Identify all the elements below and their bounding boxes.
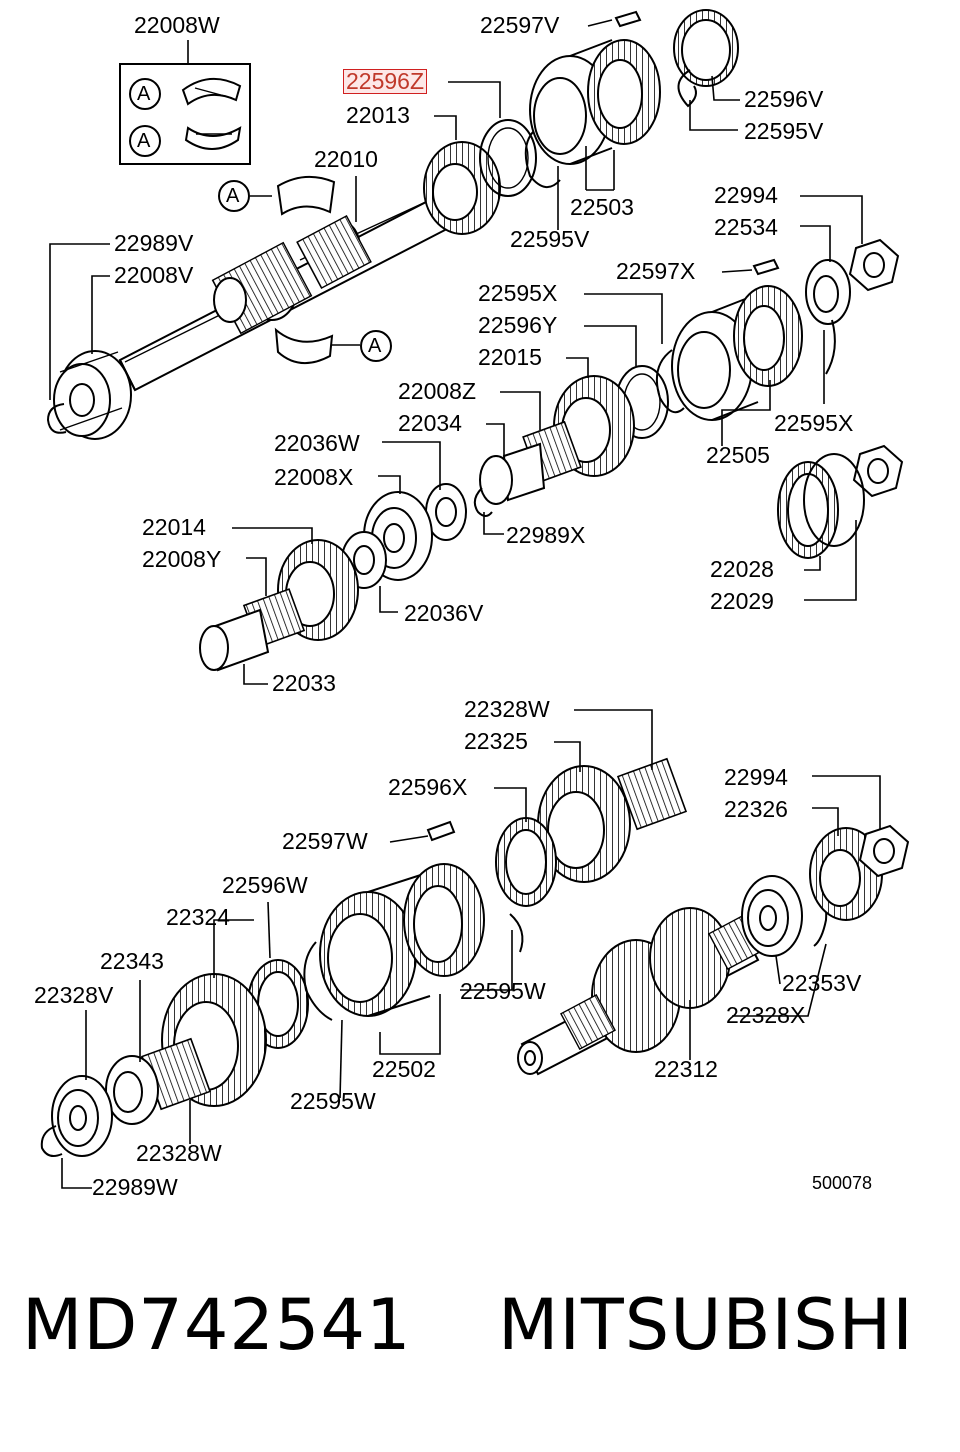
sleeve-22033	[199, 608, 270, 672]
synchro-sleeve-22505	[671, 285, 803, 421]
callout-22328W-b: 22328W	[136, 1140, 222, 1166]
callout-22503: 22503	[570, 194, 634, 220]
callout-22597X: 22597X	[616, 258, 696, 284]
snap-ring-22595V-b	[524, 125, 561, 188]
callout-22595V-a: 22595V	[744, 118, 824, 144]
callout-22008X: 22008X	[274, 464, 354, 490]
callout-22036W: 22036W	[274, 430, 360, 456]
callout-22595W-a: 22595W	[460, 978, 546, 1004]
callout-22505: 22505	[706, 442, 770, 468]
snap-ring-22595W-b	[303, 941, 333, 1021]
callout-22595W-b: 22595W	[290, 1088, 376, 1114]
thrust-nut-22994-a	[848, 238, 900, 292]
callout-22534: 22534	[714, 214, 778, 240]
callout-22328X: 22328X	[726, 1002, 806, 1028]
snap-ring-22595X-b	[825, 319, 836, 375]
callout-22596V: 22596V	[744, 86, 824, 112]
callout-22595V-b: 22595V	[510, 226, 590, 252]
callout-22036V: 22036V	[404, 600, 484, 626]
callout-22324: 22324	[166, 904, 230, 930]
counter-shaft-22312	[517, 907, 764, 1076]
callout-22008V: 22008V	[114, 262, 194, 288]
callout-22989X: 22989X	[506, 522, 586, 548]
callout-22033: 22033	[272, 670, 336, 696]
shifting-key-22597W	[426, 820, 456, 842]
callout-22597V: 22597V	[480, 12, 560, 38]
synchro-ring-22596X	[495, 817, 557, 907]
brand-name: MITSUBISHI	[498, 1284, 914, 1366]
detail-marker-a-2	[274, 327, 392, 364]
detail-marker-a-1	[218, 175, 336, 216]
detail-marker-label-2: A	[137, 130, 151, 152]
diagram-drawing	[40, 9, 910, 1189]
product-caption: MD742541 MITSUBISHI	[0, 1290, 960, 1390]
callout-22010: 22010	[314, 146, 378, 172]
figure-id: 500078	[812, 1173, 873, 1193]
callout-22029: 22029	[710, 588, 774, 614]
callout-22343: 22343	[100, 948, 164, 974]
needle-bearing-detail-box	[119, 63, 251, 165]
callout-22994-a: 22994	[714, 182, 778, 208]
shifting-key-22597V	[614, 10, 642, 28]
shaft-bearing-22008V	[53, 350, 132, 440]
snap-ring-22989V	[46, 403, 67, 434]
detail-marker-label-1: A	[137, 83, 151, 105]
synchro-sleeve-22503	[529, 39, 661, 165]
callout-22326: 22326	[724, 796, 788, 822]
callout-22008W: 22008W	[134, 12, 220, 38]
synchro-ring-22596V	[673, 9, 739, 87]
part-number: MD742541	[22, 1284, 412, 1366]
callout-22994-b: 22994	[724, 764, 788, 790]
callout-22015: 22015	[478, 344, 542, 370]
callout-22595X-a: 22595X	[478, 280, 558, 306]
ball-bearing-22328X	[741, 875, 803, 957]
input-shaft	[118, 198, 447, 392]
callout-22008Z: 22008Z	[398, 378, 477, 404]
callout-22596W: 22596W	[222, 872, 308, 898]
callout-22502: 22502	[372, 1056, 436, 1082]
gear-22325	[537, 765, 631, 883]
callout-22008Y: 22008Y	[142, 546, 222, 572]
collar-22034	[479, 442, 546, 505]
snap-ring-22595V-a	[677, 69, 697, 108]
snap-ring-22595W-a	[509, 913, 524, 953]
leader-lines	[49, 19, 881, 1189]
detail-marker-label-3: A	[226, 185, 240, 207]
callout-22595X-b: 22595X	[774, 410, 854, 436]
snap-ring-22989X	[473, 487, 493, 517]
collar-22343	[105, 1055, 159, 1125]
shifting-key-22597X	[752, 258, 780, 276]
callout-22596X: 22596X	[388, 774, 468, 800]
callout-22325: 22325	[464, 728, 528, 754]
washer-22534	[805, 259, 851, 325]
gear-22014	[277, 539, 359, 641]
callout-22353V: 22353V	[782, 970, 862, 996]
callout-22312: 22312	[654, 1056, 718, 1082]
callout-22596Y: 22596Y	[478, 312, 558, 338]
callout-22328V: 22328V	[34, 982, 114, 1008]
callout-22014: 22014	[142, 514, 206, 540]
ring-22028	[777, 453, 865, 559]
synchro-ring-22596Z	[479, 119, 537, 197]
callout-22989V: 22989V	[114, 230, 194, 256]
thrust-washer-22036W	[425, 483, 467, 541]
callout-22013: 22013	[346, 102, 410, 128]
snap-ring-22989W	[40, 1125, 63, 1157]
thrust-nut-22994-b	[858, 824, 910, 878]
callout-22989W: 22989W	[92, 1174, 178, 1200]
callout-22028: 22028	[710, 556, 774, 582]
callout-22328W-a: 22328W	[464, 696, 550, 722]
callout-22034: 22034	[398, 410, 462, 436]
detail-marker-label-4: A	[368, 335, 382, 357]
callout-22597W: 22597W	[282, 828, 368, 854]
ball-bearing-22328V	[51, 1075, 113, 1157]
synchro-sleeve-22502	[319, 863, 485, 1017]
nut-22029	[852, 444, 904, 498]
exploded-parts-diagram: 22008W 22597V 22596Z 22013 22010 22596V …	[34, 9, 910, 1200]
callout-22596Z-highlighted[interactable]: 22596Z	[342, 68, 428, 94]
